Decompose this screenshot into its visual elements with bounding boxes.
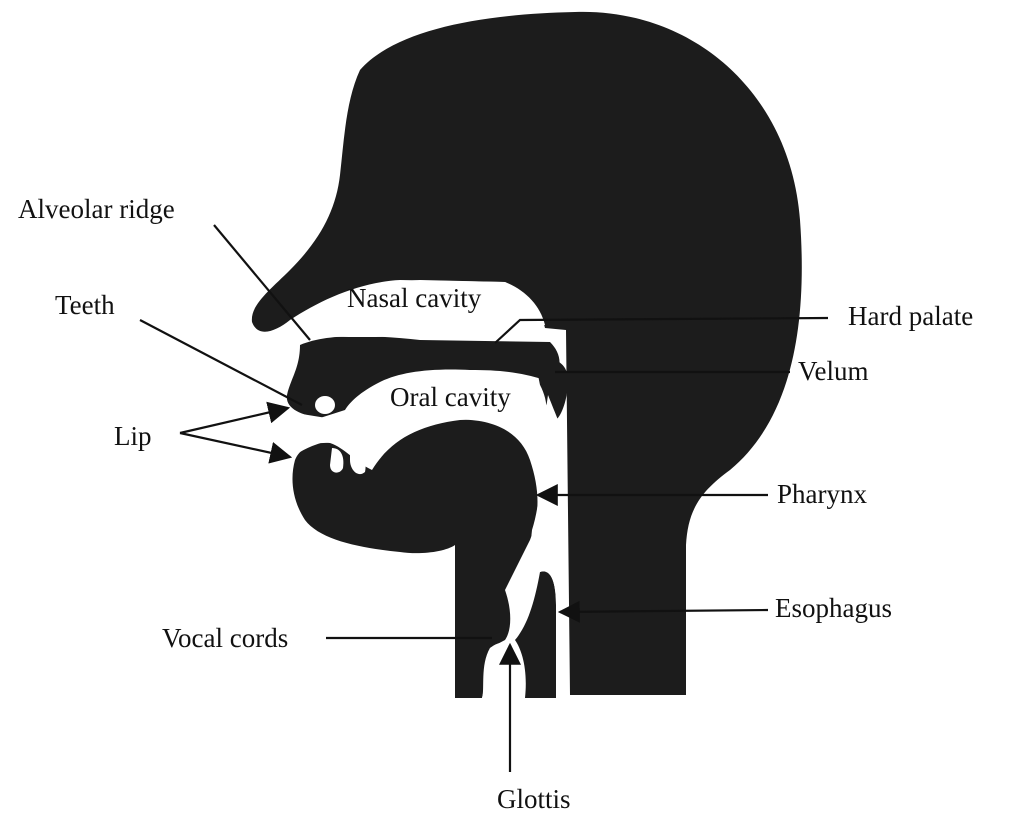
upper-tooth-gap	[315, 396, 335, 414]
nasal-cavity-label: Nasal cavity	[347, 283, 482, 313]
vocal-cords-label: Vocal cords	[162, 623, 288, 653]
oral-cavity-label: Oral cavity	[390, 382, 511, 412]
glottis-label: Glottis	[497, 784, 571, 814]
teeth-label: Teeth	[55, 290, 115, 320]
esophagus-label: Esophagus	[775, 593, 892, 623]
alveolar-ridge-label: Alveolar ridge	[18, 194, 175, 224]
lip-upper-arrow	[180, 408, 288, 433]
lip-lower-arrow	[180, 433, 290, 457]
teeth-leader	[140, 320, 302, 405]
lip-label: Lip	[114, 421, 152, 451]
pharynx-label: Pharynx	[777, 479, 867, 509]
head-silhouette	[252, 12, 802, 698]
hard-palate-label: Hard palate	[848, 301, 973, 331]
velum-label: Velum	[798, 356, 869, 386]
